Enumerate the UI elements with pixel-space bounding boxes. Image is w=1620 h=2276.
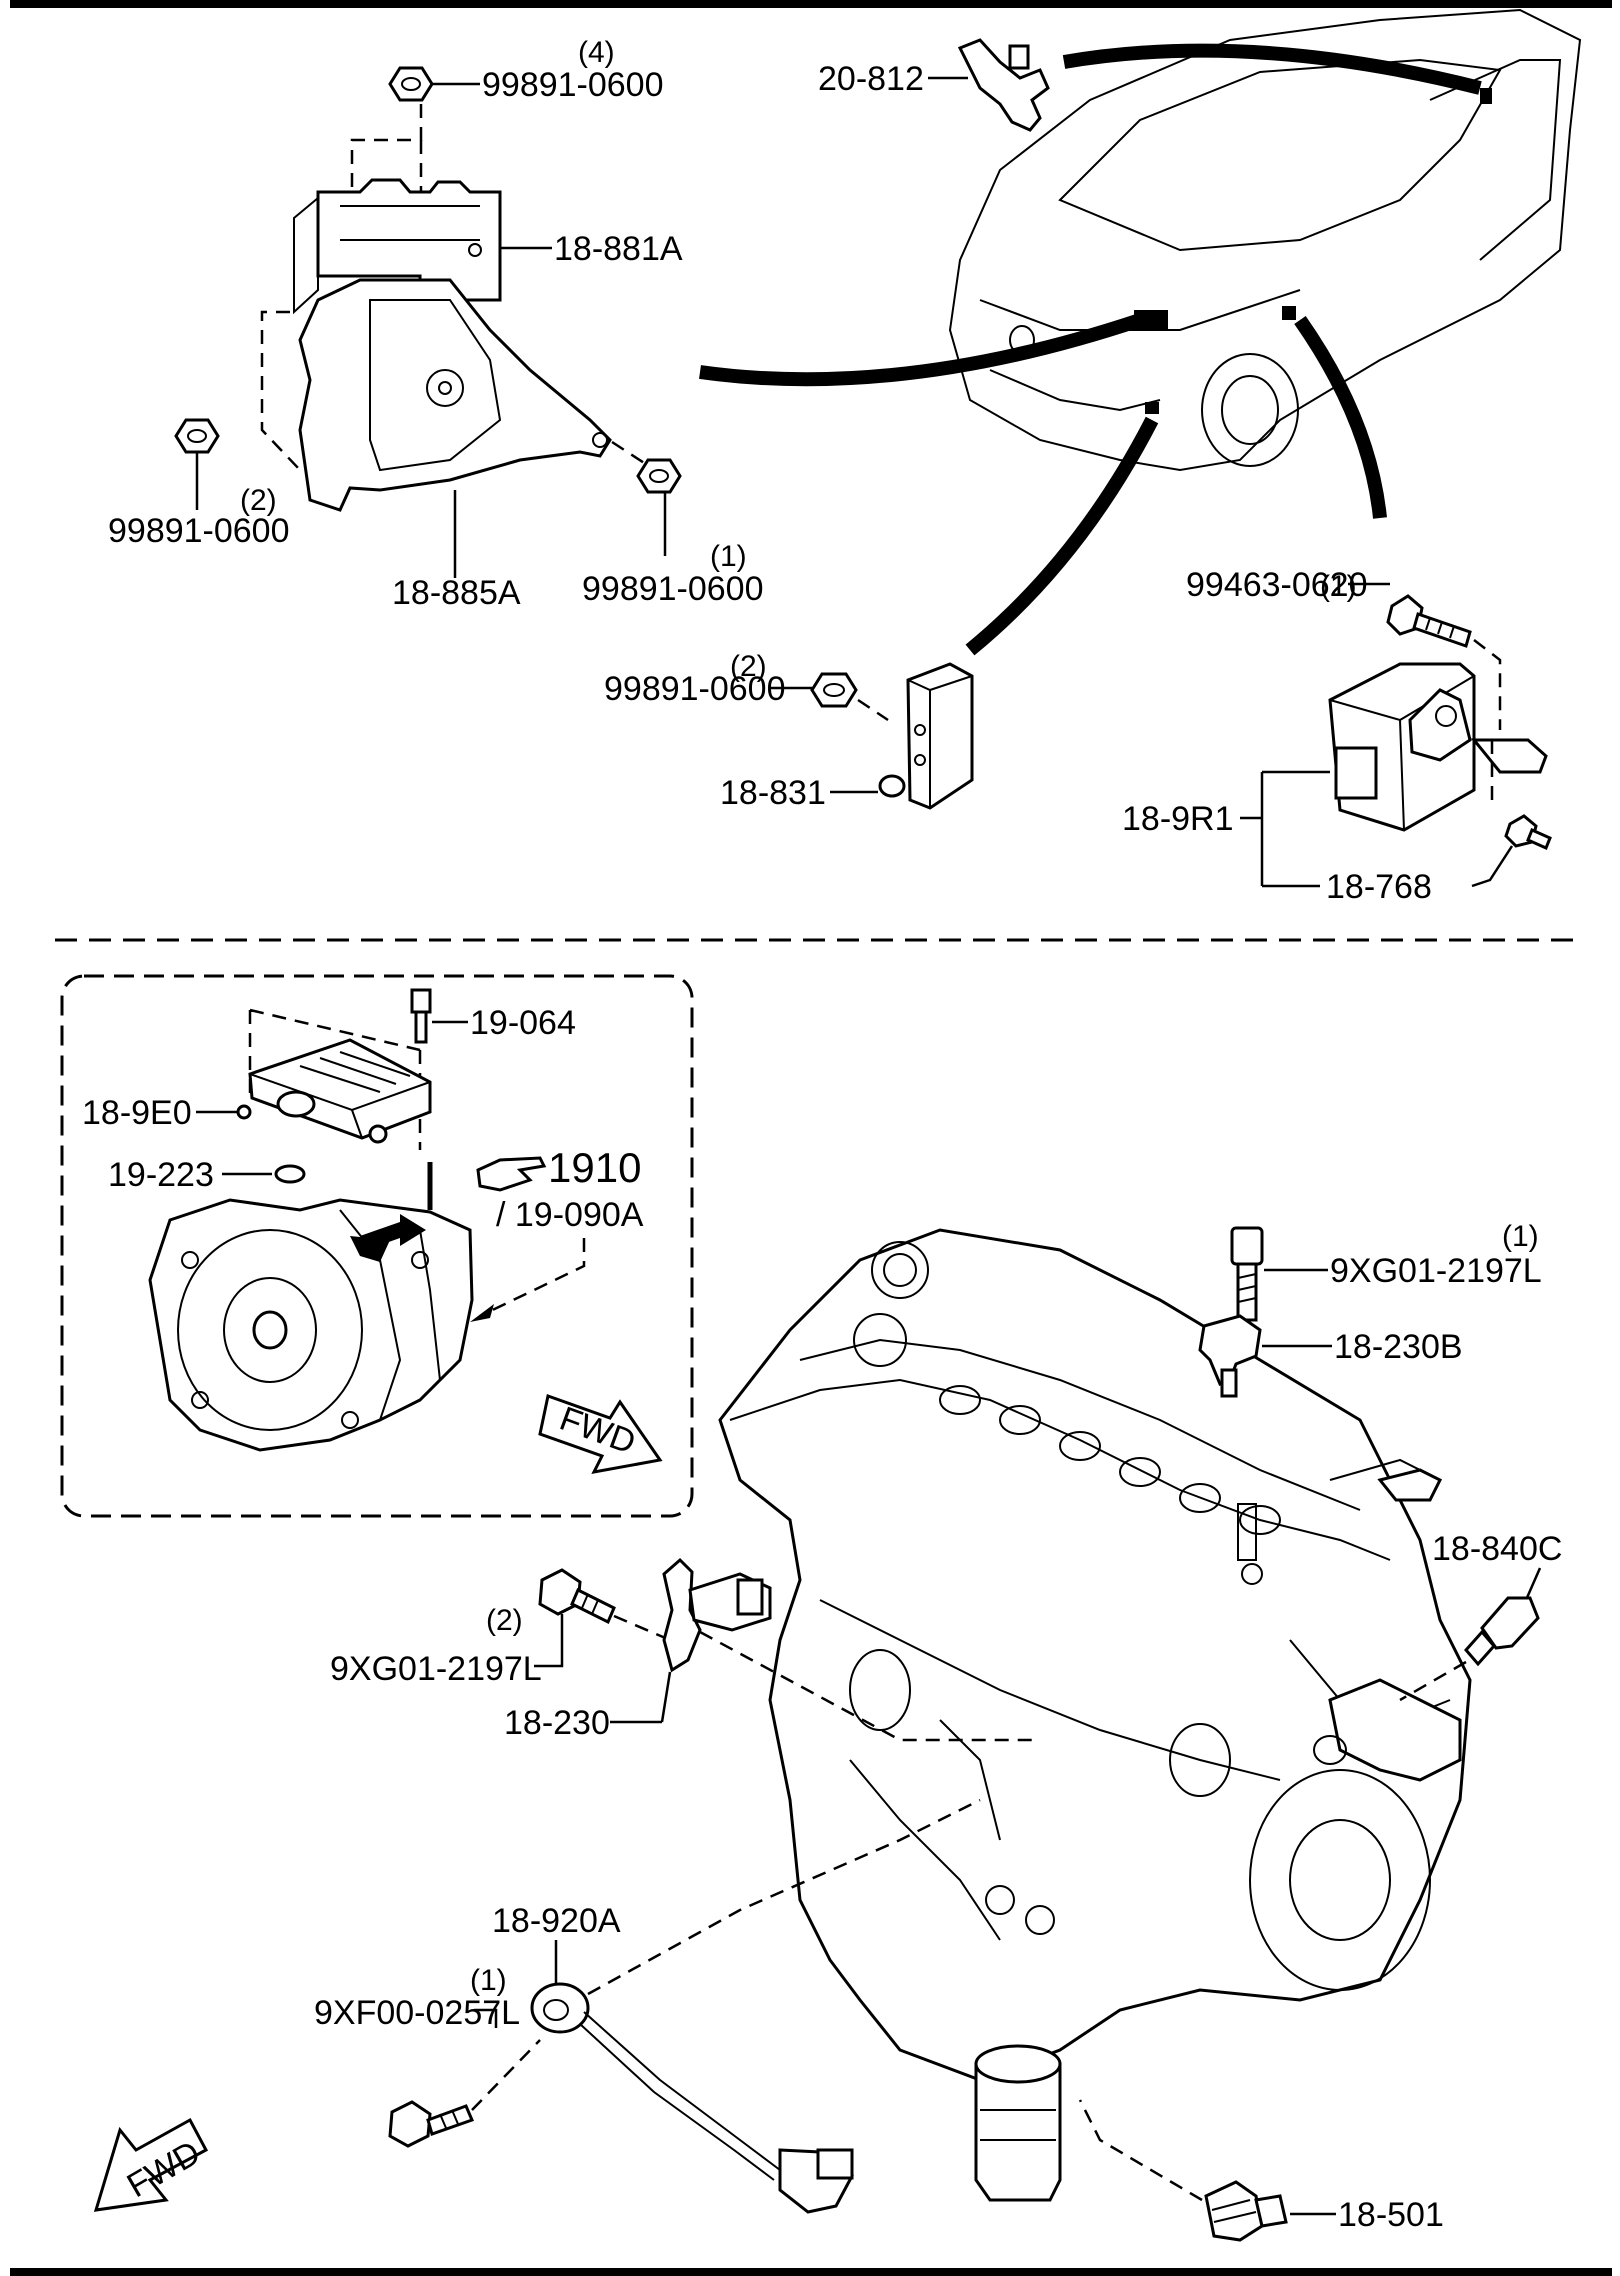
reference-hand-icon: [476, 1156, 547, 1192]
bolt-right-qty: (1): [1320, 570, 1357, 603]
pointer-line-top-sensor: [1062, 43, 1482, 95]
cam-bolt-icon: [1230, 1226, 1264, 1322]
nut-top-icon: [388, 66, 434, 102]
nut-left-part-number: 99891-0600: [108, 512, 290, 550]
crank-sensor-part-number: 18-230: [504, 1704, 610, 1742]
tcm-bolt-part-number: 19-064: [470, 1004, 576, 1042]
knock-bolt-qty: (1): [470, 1964, 507, 1997]
engine-icon: [718, 1228, 1472, 2202]
tcm-icon: [248, 1038, 432, 1144]
sensor-front-part-number: 18-831: [720, 774, 826, 812]
nut-top-part-number: 99891-0600: [482, 66, 664, 104]
reference-section-number: 1910: [548, 1144, 641, 1191]
crank-bolt-qty: (2): [486, 1604, 523, 1637]
pointer-line-module: [1294, 315, 1387, 519]
pointer-line-front-sensor: [965, 416, 1159, 656]
cover-icon: [298, 278, 612, 512]
fwd-arrow-bottom-icon: FWD: [93, 2117, 209, 2212]
nut-mid-icon: [810, 672, 858, 708]
fwd-arrow-icon: FWD: [538, 1394, 663, 1475]
crank-bolt-part-number: 9XG01-2197L: [330, 1650, 542, 1688]
temp-sensor-icon: [1464, 1596, 1540, 1667]
nut-top-qty: (4): [578, 36, 615, 69]
tcm-part-number: 18-9E0: [82, 1094, 192, 1132]
cam-bolt-part-number: 9XG01-2197L: [1330, 1252, 1542, 1290]
cover-part-number: 18-885A: [392, 574, 521, 612]
module-bolt-part-number: 18-768: [1326, 868, 1432, 906]
nut-mid-part-number: 99891-0600: [604, 670, 786, 708]
transmission-icon: [148, 1198, 474, 1452]
module-bolt-icon: [1504, 814, 1552, 851]
sensor-top-icon: [957, 38, 1050, 132]
nut-left-qty: (2): [240, 484, 277, 517]
bolt-right-icon: [1386, 594, 1472, 648]
oil-switch-icon: [1204, 2180, 1288, 2242]
washer-icon: [274, 1164, 306, 1184]
reference-part-number: / 19-090A: [496, 1196, 644, 1234]
nut-right-icon: [636, 458, 682, 494]
knock-bolt-part-number: 9XF00-0257L: [314, 1994, 520, 2032]
crank-bolt-icon: [538, 1568, 616, 1625]
knock-sensor-icon: [530, 1982, 854, 2214]
cam-sensor-icon: [1198, 1314, 1262, 1398]
pointer-line-cover: [699, 313, 1143, 387]
nut-mid-qty: (2): [730, 650, 767, 683]
module-icon: [1328, 662, 1548, 832]
nut-left-icon: [174, 418, 220, 454]
oil-switch-part-number: 18-501: [1338, 2196, 1444, 2234]
cam-bolt-qty: (1): [1502, 1220, 1539, 1253]
washer-part-number: 19-223: [108, 1156, 214, 1194]
tcm-bolt-icon: [410, 988, 432, 1044]
nut-right-qty: (1): [710, 540, 747, 573]
sensor-front-icon: [878, 662, 974, 810]
bracket-part-number: 18-881A: [554, 230, 683, 268]
nut-right-part-number: 99891-0600: [582, 570, 764, 608]
module-part-number: 18-9R1: [1122, 800, 1234, 838]
vehicle-icon: [948, 8, 1582, 472]
knock-bolt-icon: [388, 2100, 475, 2148]
sensor-top-part-number: 20-812: [818, 60, 924, 98]
knock-sensor-part-number: 18-920A: [492, 1902, 621, 1940]
cam-sensor-part-number: 18-230B: [1334, 1328, 1463, 1366]
temp-sensor-part-number: 18-840C: [1432, 1530, 1562, 1568]
crank-sensor-icon: [662, 1557, 772, 1673]
bolt-right-part-number: 99463-0620: [1186, 566, 1368, 604]
transmission-inset-box: [60, 974, 694, 1518]
